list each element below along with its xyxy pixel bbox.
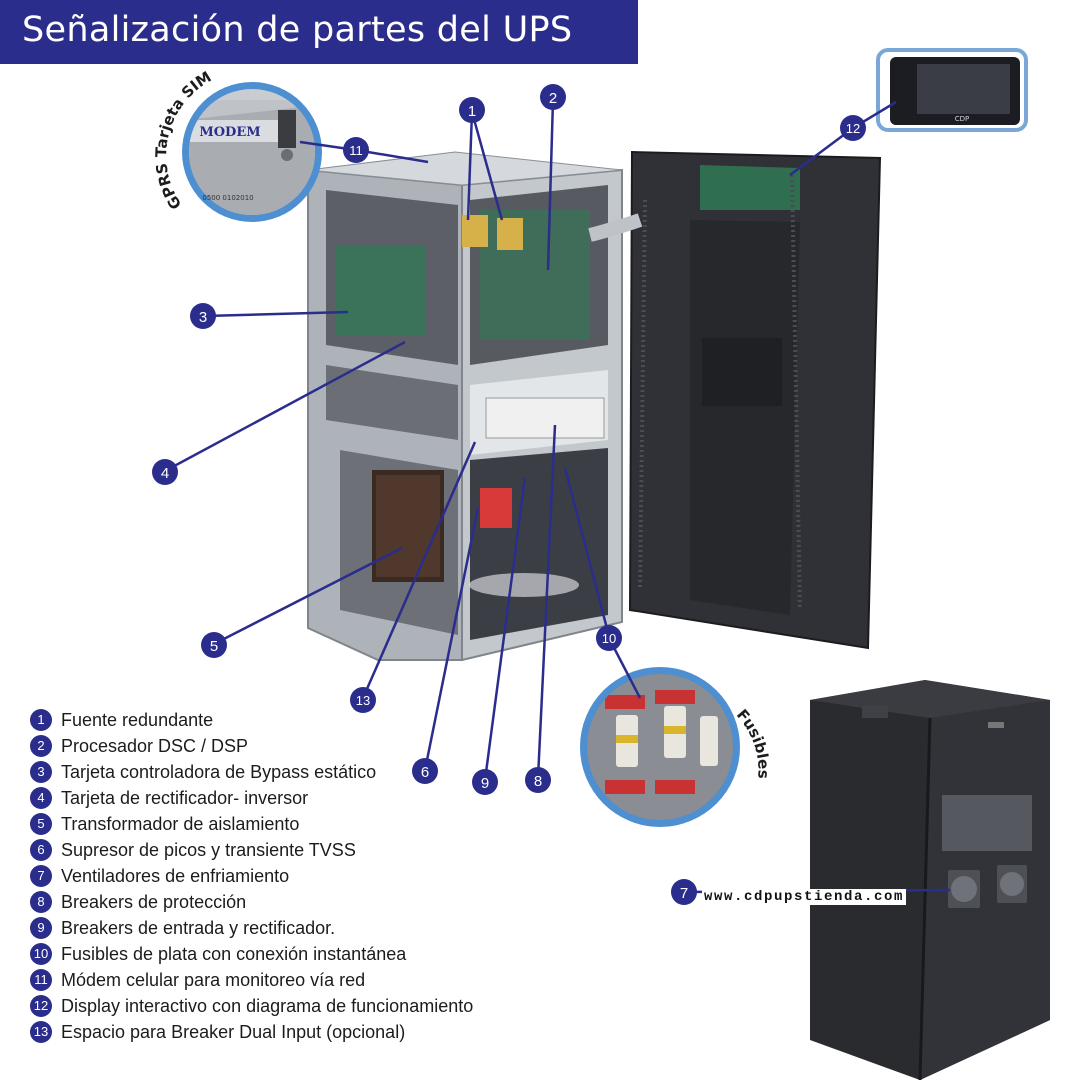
- legend-label: Breakers de protección: [61, 892, 247, 912]
- callout-7: 7: [671, 879, 697, 905]
- open-cabinet-photo: [307, 151, 623, 662]
- svg-text:3: 3: [199, 309, 207, 326]
- legend-number: 7: [30, 865, 52, 887]
- title-bar: Señalización de partes del UPS: [0, 0, 638, 64]
- legend-number: 4: [30, 787, 52, 809]
- svg-text:2: 2: [549, 90, 557, 107]
- legend-label: Breakers de entrada y rectificador.: [61, 918, 336, 938]
- callout-markers: 1 2 3 4 5 6 7 8 9 10 11 12 13: [152, 84, 866, 905]
- legend-label: Procesador DSC / DSP: [61, 736, 249, 756]
- legend-number: 9: [30, 917, 52, 939]
- legend-number: 11: [30, 969, 52, 991]
- modem-badge: MODEM: [199, 125, 260, 140]
- legend-number: 12: [30, 995, 52, 1017]
- svg-text:10: 10: [602, 631, 616, 646]
- open-door-photo: [588, 150, 882, 650]
- website-url: www.cdpupstienda.com: [702, 889, 907, 905]
- svg-text:6: 6: [421, 764, 429, 781]
- legend-label: Supresor de picos y transiente TVSS: [61, 840, 356, 860]
- legend-number: 3: [30, 761, 52, 783]
- callout-8: 8: [525, 767, 551, 793]
- legend-number: 10: [30, 943, 52, 965]
- legend-label: Tarjeta controladora de Bypass estático: [61, 762, 377, 782]
- closed-ups-photo: [810, 680, 1050, 1081]
- svg-text:7: 7: [680, 885, 688, 902]
- legend-label: Tarjeta de rectificador- inversor: [61, 788, 309, 808]
- svg-text:4: 4: [161, 465, 169, 482]
- svg-text:8: 8: [534, 773, 542, 790]
- callout-11: 11: [343, 137, 369, 163]
- callout-6: 6: [412, 758, 438, 784]
- legend-label: Fusibles de plata con conexión instantán…: [61, 944, 407, 964]
- legend-number: 1: [30, 709, 52, 731]
- svg-text:5: 5: [210, 638, 218, 655]
- display-inset: CDP: [876, 48, 1028, 132]
- modem-inset: MODEM 0500 0102010 GPRS Tarjeta SIM: [152, 68, 322, 222]
- legend-label: Transformador de aislamiento: [61, 814, 300, 834]
- svg-text:1: 1: [468, 103, 476, 120]
- svg-text:12: 12: [846, 121, 860, 136]
- legend-number: 8: [30, 891, 52, 913]
- legend-label: Espacio para Breaker Dual Input (opciona…: [61, 1022, 406, 1042]
- callout-10: 10: [596, 625, 622, 651]
- legend-label: Ventiladores de enfriamiento: [61, 866, 290, 886]
- callout-4: 4: [152, 459, 178, 485]
- display-brand: CDP: [955, 115, 970, 123]
- legend-number: 6: [30, 839, 52, 861]
- callout-9: 9: [472, 769, 498, 795]
- legend-number: 2: [30, 735, 52, 757]
- legend-number: 13: [30, 1021, 52, 1043]
- page-title: Señalización de partes del UPS: [22, 10, 573, 50]
- modem-serial: 0500 0102010: [202, 194, 253, 202]
- legend-label: Módem celular para monitoreo vía red: [61, 970, 366, 990]
- svg-text:13: 13: [356, 693, 370, 708]
- svg-text:11: 11: [349, 143, 363, 158]
- legend-label: Fuente redundante: [61, 710, 214, 730]
- callout-1: 1: [459, 97, 485, 123]
- callout-5: 5: [201, 632, 227, 658]
- callout-3: 3: [190, 303, 216, 329]
- fuses-inset: Fusibles: [580, 667, 773, 827]
- callout-12: 12: [840, 115, 866, 141]
- svg-text:9: 9: [481, 775, 489, 792]
- legend-number: 5: [30, 813, 52, 835]
- callout-2: 2: [540, 84, 566, 110]
- legend-label: Display interactivo con diagrama de func…: [61, 996, 474, 1016]
- callout-13: 13: [350, 687, 376, 713]
